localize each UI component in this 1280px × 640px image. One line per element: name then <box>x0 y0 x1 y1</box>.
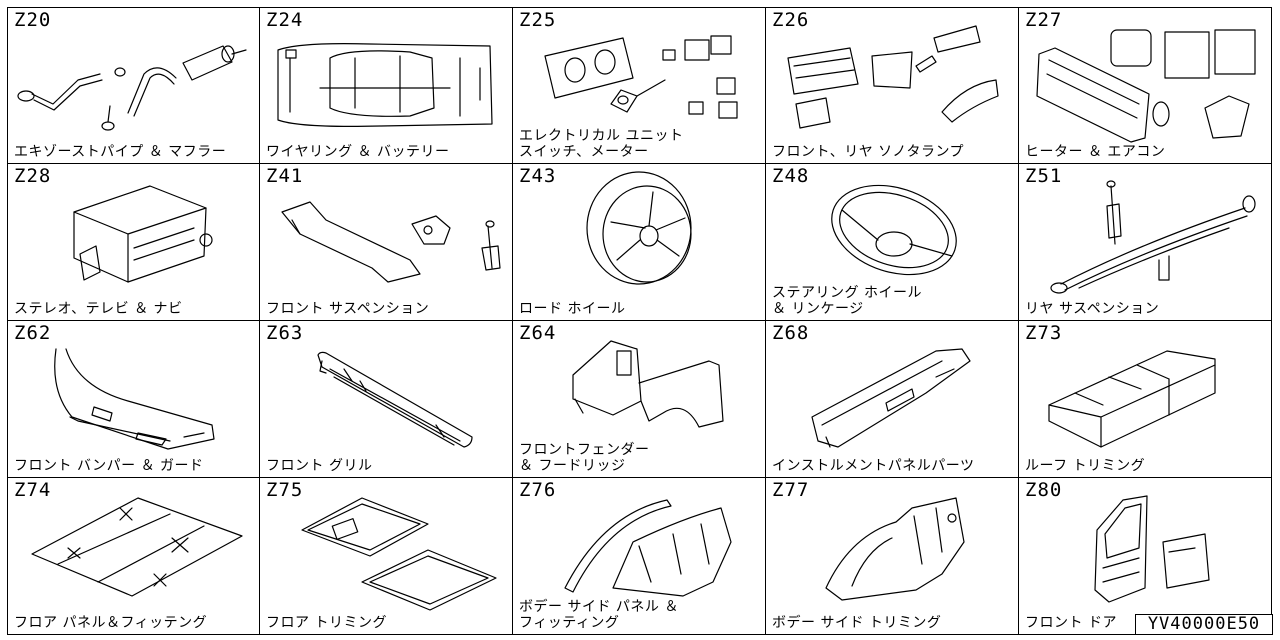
section-z24[interactable]: Z24 ワイヤリング ＆ バッテリー <box>260 7 513 164</box>
front-grille-icon <box>317 351 473 448</box>
section-z26[interactable]: Z26 フロント、リヤ ソノタランプ <box>766 7 1019 164</box>
section-label: ワイヤリング ＆ バッテリー <box>266 144 450 160</box>
section-label: フロント サスペンション <box>266 301 430 317</box>
section-label: ロード ホイール <box>519 301 626 317</box>
section-z62[interactable]: Z62 フロント バンパー ＆ ガード <box>7 321 260 478</box>
section-label: リヤ サスペンション <box>1025 301 1160 317</box>
section-code: Z20 <box>14 9 52 31</box>
body-side-trim-icon <box>825 497 965 601</box>
section-code: Z68 <box>772 322 810 344</box>
rear-suspension-icon <box>1050 180 1256 294</box>
section-z75[interactable]: Z75 フロア トリミング <box>260 478 513 635</box>
front-suspension-icon <box>281 201 501 283</box>
section-label: フロント バンパー ＆ ガード <box>14 458 204 474</box>
body-side-panel-icon <box>564 499 732 597</box>
section-z74[interactable]: Z74 フロア パネル＆フィッテング <box>7 478 260 635</box>
floor-mat-icon <box>301 497 497 611</box>
section-label: フロント、リヤ ソノタランプ <box>772 144 965 160</box>
section-z25[interactable]: Z25 エレクトリカル ユニット スイッチ、メーター <box>513 7 766 164</box>
section-z43[interactable]: Z43 ロード ホイール <box>513 164 766 321</box>
section-z48[interactable]: Z48 ステアリング ホイール ＆ リンケージ <box>766 164 1019 321</box>
section-label: フロア パネル＆フィッテング <box>14 615 208 631</box>
section-code: Z28 <box>14 165 52 187</box>
roof-trim-icon <box>1048 350 1216 448</box>
section-label: フロア トリミング <box>266 615 387 631</box>
steering-wheel-icon <box>831 184 957 276</box>
section-z77[interactable]: Z77 ボデー サイド トリミング <box>766 478 1019 635</box>
exhaust-muffler-icon <box>17 45 247 131</box>
section-z41[interactable]: Z41 フロント サスペンション <box>260 164 513 321</box>
section-code: Z27 <box>1025 9 1063 31</box>
section-label: インストルメントパネルパーツ <box>772 458 975 474</box>
section-code: Z24 <box>266 9 304 31</box>
section-code: Z64 <box>519 322 557 344</box>
section-label: ボデー サイド トリミング <box>772 615 942 631</box>
lamp-icon <box>787 25 999 129</box>
parts-index-grid: Z20 エキゾーストパイプ ＆ マフラー Z24 ワイヤリング ＆ バッテリー … <box>7 7 1273 635</box>
section-label: ステアリング ホイール ＆ リンケージ <box>772 285 922 317</box>
section-code: Z26 <box>772 9 810 31</box>
section-label: エレクトリカル ユニット スイッチ、メーター <box>519 128 684 160</box>
front-door-icon <box>1094 495 1210 603</box>
section-code: Z80 <box>1025 479 1063 501</box>
section-z51[interactable]: Z51 リヤ サスペンション <box>1019 164 1272 321</box>
section-code: Z77 <box>772 479 810 501</box>
section-code: Z41 <box>266 165 304 187</box>
section-z76[interactable]: Z76 ボデー サイド パネル ＆ フィッティング <box>513 478 766 635</box>
section-code: Z74 <box>14 479 52 501</box>
section-z28[interactable]: Z28 ステレオ、テレビ ＆ ナビ <box>7 164 260 321</box>
section-z64[interactable]: Z64 フロントフェンダー ＆ フードリッジ <box>513 321 766 478</box>
heater-aircon-icon <box>1036 29 1256 143</box>
meter-switch-icon <box>544 35 738 119</box>
section-code: Z75 <box>266 479 304 501</box>
section-z20[interactable]: Z20 エキゾーストパイプ ＆ マフラー <box>7 7 260 164</box>
section-code: Z62 <box>14 322 52 344</box>
instrument-panel-icon <box>811 348 971 448</box>
section-z73[interactable]: Z73 ルーフ トリミング <box>1019 321 1272 478</box>
section-code: Z43 <box>519 165 557 187</box>
front-bumper-icon <box>54 348 215 450</box>
section-code: Z48 <box>772 165 810 187</box>
catalog-code: YV40000E50 <box>1135 614 1273 635</box>
section-z80[interactable]: Z80 フロント ドア <box>1019 478 1272 635</box>
floor-panel-icon <box>31 497 243 597</box>
road-wheel-icon <box>586 171 692 285</box>
section-z68[interactable]: Z68 インストルメントパネルパーツ <box>766 321 1019 478</box>
section-label: フロント ドア <box>1025 615 1117 631</box>
section-code: Z73 <box>1025 322 1063 344</box>
section-label: フロントフェンダー ＆ フードリッジ <box>519 442 650 474</box>
section-label: ヒーター ＆ エアコン <box>1025 144 1166 160</box>
section-code: Z25 <box>519 9 557 31</box>
wiring-harness-icon <box>277 43 493 127</box>
stereo-unit-icon <box>73 185 213 283</box>
front-fender-icon <box>572 340 724 428</box>
section-label: ルーフ トリミング <box>1025 458 1146 474</box>
section-code: Z51 <box>1025 165 1063 187</box>
section-label: ボデー サイド パネル ＆ フィッティング <box>519 599 679 631</box>
section-z63[interactable]: Z63 フロント グリル <box>260 321 513 478</box>
section-code: Z76 <box>519 479 557 501</box>
section-z27[interactable]: Z27 ヒーター ＆ エアコン <box>1019 7 1272 164</box>
section-label: ステレオ、テレビ ＆ ナビ <box>14 301 183 317</box>
section-label: エキゾーストパイプ ＆ マフラー <box>14 144 227 160</box>
section-code: Z63 <box>266 322 304 344</box>
section-label: フロント グリル <box>266 458 373 474</box>
